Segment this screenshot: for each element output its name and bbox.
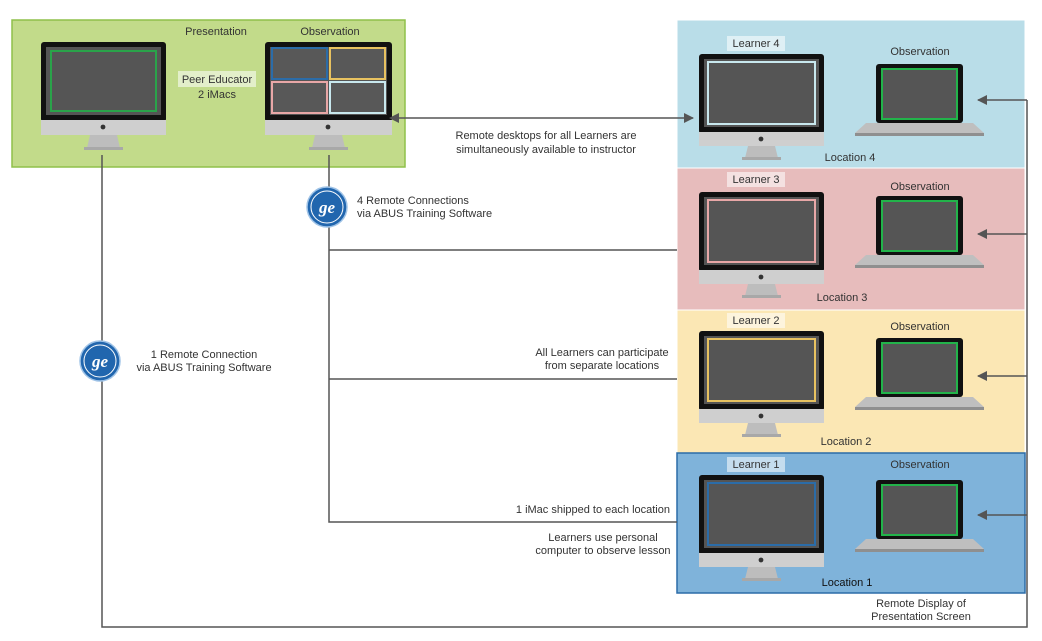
ge-logo-icon: ge <box>79 340 121 382</box>
presentation-label: Presentation <box>185 26 247 38</box>
connector-lines <box>101 95 1028 628</box>
peer-educator-label: Peer Educator <box>182 74 253 86</box>
learner-2-imac <box>699 331 824 437</box>
presentation-screen-outline <box>50 50 157 112</box>
remote-desktops-caption-2: simultaneously available to instructor <box>456 144 636 156</box>
remote-display-caption-2: Presentation Screen <box>871 611 971 623</box>
imac-count-label: 2 iMacs <box>198 89 236 101</box>
learner-1-imac <box>699 475 824 581</box>
learner-4-label-bg <box>727 36 785 51</box>
observation-quadrant-learner-2 <box>329 47 386 80</box>
personal-computer-caption-1: Learners use personal <box>548 532 657 544</box>
location-1-observation-label: Observation <box>890 459 949 471</box>
instructor-trunk-line <box>328 155 677 523</box>
observation-label: Observation <box>300 26 359 38</box>
learner-3-laptop <box>855 196 984 268</box>
apple-logo-icon <box>325 124 331 130</box>
one-connection-caption-1: 1 Remote Connection <box>151 349 257 361</box>
remote-desktops-caption-1: Remote desktops for all Learners are <box>456 130 637 142</box>
location-4-label: Location 4 <box>825 152 876 164</box>
location-2-label: Location 2 <box>821 436 872 448</box>
learner-2-label: Learner 2 <box>732 315 779 327</box>
apple-logo-icon <box>100 124 106 130</box>
learner-1-label: Learner 1 <box>732 459 779 471</box>
location-1-label: Location 1 <box>822 577 873 589</box>
location-4-observation-label: Observation <box>890 46 949 58</box>
learner-4-laptop <box>855 64 984 136</box>
learner-3-imac <box>699 192 824 298</box>
location-3-label: Location 3 <box>817 292 868 304</box>
learner-1-laptop <box>855 480 984 552</box>
learner-3-label: Learner 3 <box>732 174 779 186</box>
personal-computer-caption-2: computer to observe lesson <box>535 545 670 557</box>
svg-text:ge: ge <box>318 198 336 217</box>
four-connections-caption-2: via ABUS Training Software <box>357 208 492 220</box>
observation-quadrant-learner-1 <box>271 47 328 80</box>
apple-logo-icon <box>758 413 764 419</box>
ge-logo-icon: ge <box>306 186 348 228</box>
learner-2-laptop <box>855 338 984 410</box>
participate-caption-1: All Learners can participate <box>535 347 668 359</box>
apple-logo-icon <box>758 136 764 142</box>
location-2-observation-label: Observation <box>890 321 949 333</box>
presentation-imac <box>41 42 166 150</box>
four-connections-caption-1: 4 Remote Connections <box>357 195 469 207</box>
remote-display-caption-1: Remote Display of <box>876 598 967 610</box>
observation-quadrant-learner-4 <box>329 81 386 114</box>
one-connection-caption-2: via ABUS Training Software <box>136 362 271 374</box>
shipped-caption: 1 iMac shipped to each location <box>516 504 670 516</box>
peer-educator-label-bg <box>178 71 256 87</box>
learner-1-label-bg <box>727 457 785 472</box>
presentation-display-line <box>101 100 1028 628</box>
svg-text:ge: ge <box>91 352 109 371</box>
observation-quadrant-learner-3 <box>271 81 328 114</box>
learner-3-label-bg <box>727 172 785 187</box>
location-3-observation-label: Observation <box>890 181 949 193</box>
learner-4-imac <box>699 54 824 160</box>
participate-caption-2: from separate locations <box>545 360 660 372</box>
learner-4-label: Learner 4 <box>732 38 779 50</box>
learner-2-label-bg <box>727 313 785 328</box>
observation-imac <box>265 42 392 150</box>
apple-logo-icon <box>758 274 764 280</box>
apple-logo-icon <box>758 557 764 563</box>
